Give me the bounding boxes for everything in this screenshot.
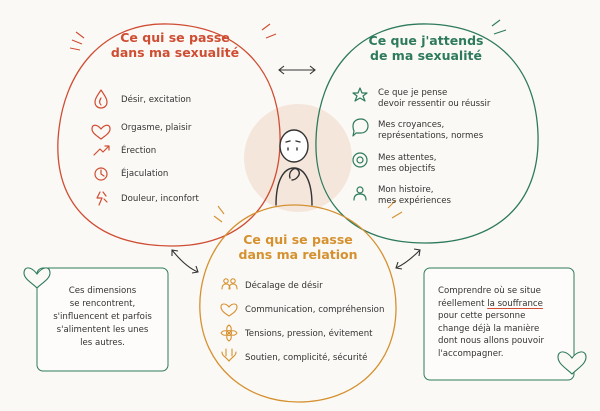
sexuality-circle <box>57 23 281 247</box>
note-left-box <box>36 267 169 372</box>
clock-icon <box>94 167 108 181</box>
item-desire: Désir, excitation <box>121 95 192 105</box>
item-pain: Douleur, inconfort <box>121 194 199 204</box>
relationship-title-line2: dans ma relation <box>238 247 358 262</box>
expectations-title-line1: Ce que j'attends <box>368 33 484 48</box>
item-goals: Mes attentes, mes objectifs <box>378 153 437 174</box>
note-left-text: Ces dimensions se rencontrent, s'influen… <box>53 286 152 348</box>
arrow-right <box>395 248 421 270</box>
expectations-title: Ce que j'attends de ma sexualité <box>361 33 491 63</box>
person-figure-icon <box>275 129 313 206</box>
target-icon <box>352 152 368 168</box>
expectations-accent-ticks <box>491 19 507 35</box>
item-expected-feelings: Ce que je pense devoir ressentir ou réus… <box>378 88 491 109</box>
item-desire-gap: Décalage de désir <box>245 281 323 291</box>
relationship-accent-ticks <box>213 199 403 223</box>
expectations-circle <box>315 23 539 244</box>
item-communication: Communication, compréhension <box>245 305 385 315</box>
people-icon <box>223 278 229 284</box>
heart-icon <box>91 124 111 140</box>
arrow-top <box>278 65 316 75</box>
trend-up-icon <box>93 145 110 156</box>
star-icon <box>352 87 368 102</box>
flame-icon <box>94 89 108 109</box>
item-support: Soutien, complicité, sécurité <box>245 353 368 363</box>
item-orgasm: Orgasme, plaisir <box>121 123 192 133</box>
note-right-box <box>423 267 575 381</box>
relationship-circle <box>199 204 397 403</box>
underlined-suffering: la souffrance <box>487 298 543 309</box>
sexuality-accent-ticks <box>69 23 277 51</box>
sexuality-title: Ce qui se passe dans ma sexualité <box>110 30 240 60</box>
hands-support-icon <box>221 348 237 362</box>
note-right-line2: réellement la souffrance <box>438 298 543 309</box>
item-beliefs: Mes croyances, représentations, normes <box>378 120 484 141</box>
hands-heart-icon <box>220 303 238 317</box>
item-ejaculation: Éjaculation <box>121 169 169 179</box>
relationship-title: Ce qui se passe dans ma relation <box>233 232 363 262</box>
speech-bubble-icon <box>352 118 369 137</box>
arrow-left <box>171 249 199 274</box>
item-tensions: Tensions, pression, évitement <box>245 329 373 339</box>
note-right-text: Comprendre où se situe réellement la sou… <box>438 285 570 360</box>
sexuality-title-line2: dans ma sexualité <box>110 45 240 60</box>
item-history: Mon histoire, mes expériences <box>378 185 451 206</box>
person-icon <box>356 186 364 194</box>
heart-left-icon <box>23 267 51 289</box>
relationship-title-line1: Ce qui se passe <box>243 232 353 247</box>
item-erection: Érection <box>121 146 157 156</box>
sexuality-title-line1: Ce qui se passe <box>120 30 230 45</box>
expectations-title-line2: de ma sexualité <box>370 48 482 63</box>
heart-right-icon <box>557 351 587 375</box>
lightning-icon <box>96 191 108 206</box>
flower-icon <box>225 329 233 337</box>
